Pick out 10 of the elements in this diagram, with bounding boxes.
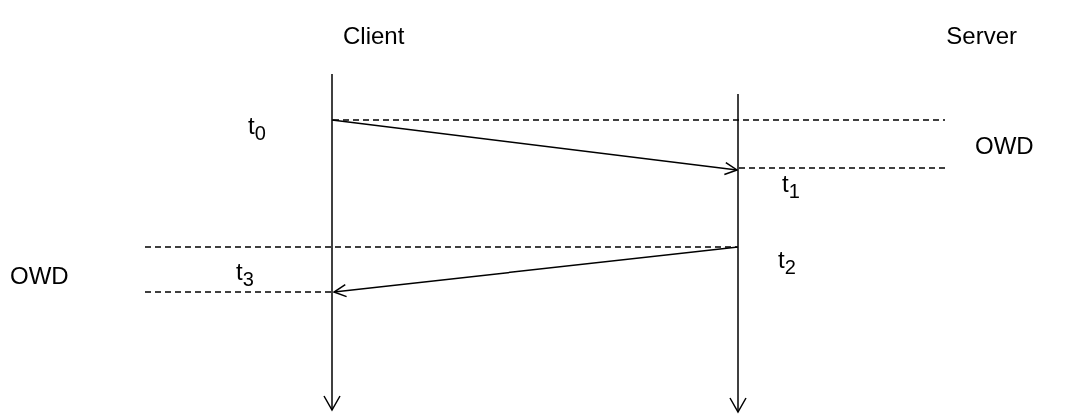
time-label: t$_{3}$ bbox=[236, 258, 254, 291]
time-label: t$_{2}$ bbox=[778, 246, 796, 279]
time-label: OWD bbox=[975, 132, 1034, 160]
time-label: OWD bbox=[10, 262, 69, 290]
lifeline-label: Server bbox=[946, 22, 1017, 50]
message-arrow bbox=[331, 119, 738, 176]
message-arrow bbox=[333, 246, 739, 298]
lifeline-label: Client bbox=[343, 22, 405, 50]
time-label: t$_{0}$ bbox=[248, 112, 266, 145]
time-label: t$_{1}$ bbox=[782, 170, 800, 203]
